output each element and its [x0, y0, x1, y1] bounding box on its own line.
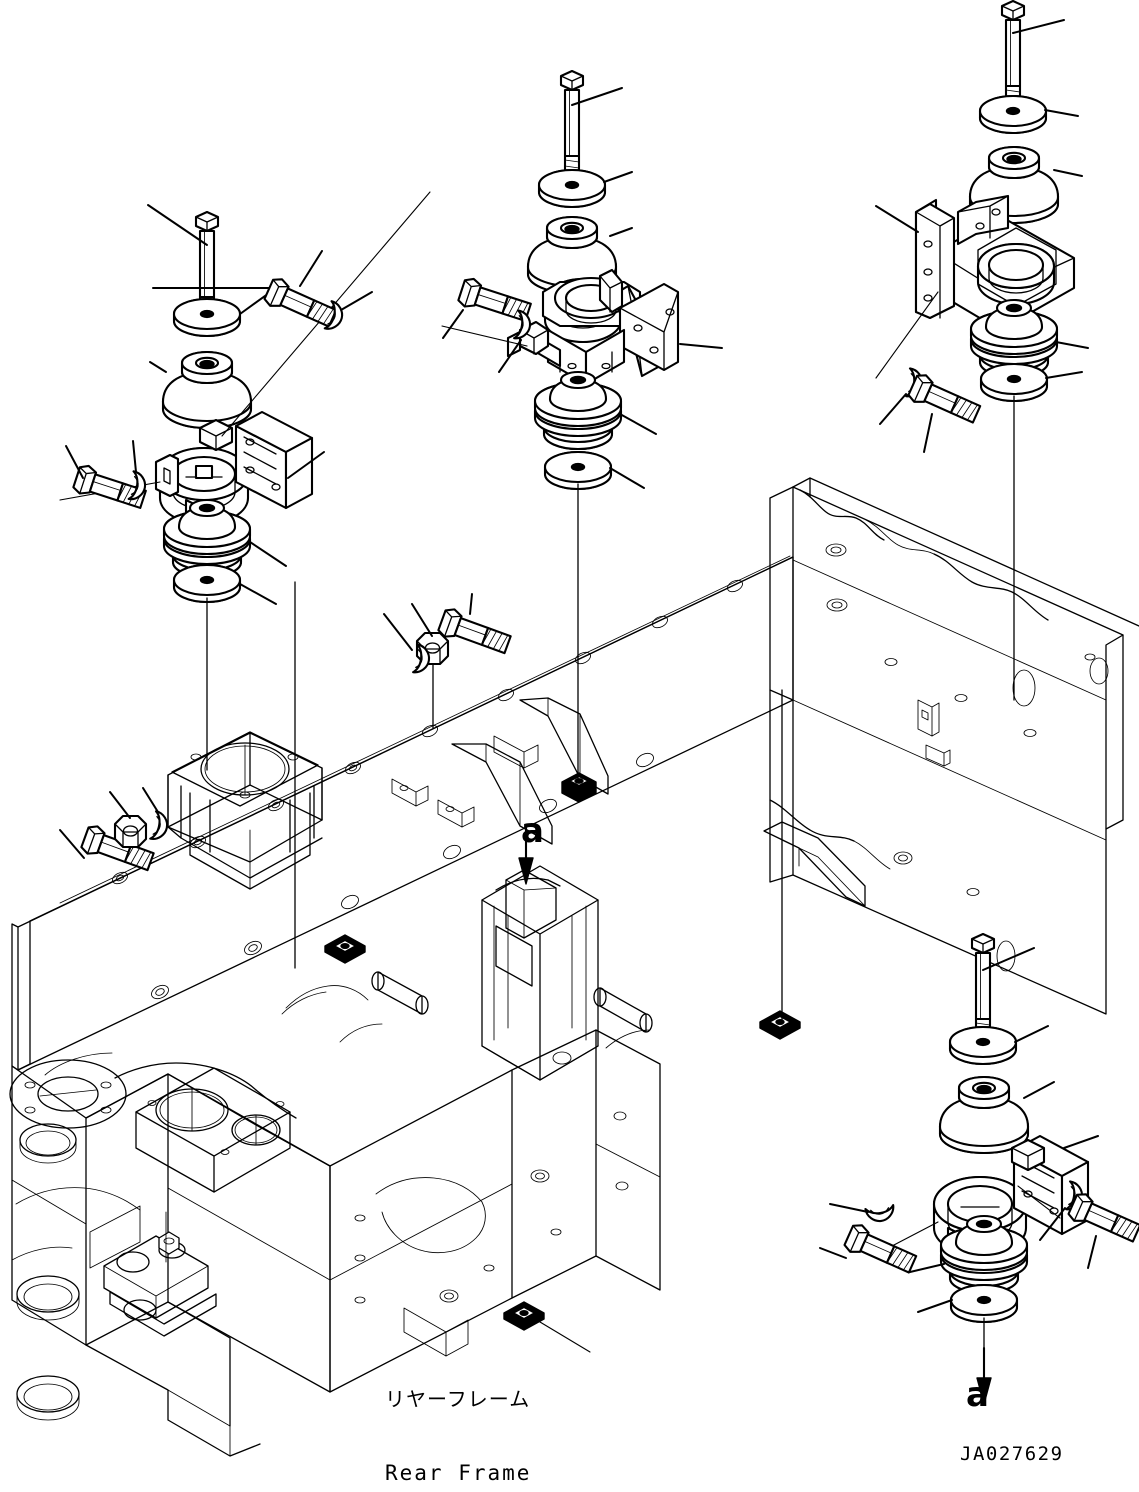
- leader-line: [571, 87, 623, 106]
- part-flat-washer-lower: [949, 1283, 1019, 1324]
- leader-line: [1053, 169, 1083, 177]
- leader-line: [469, 593, 473, 615]
- leader-line: [1039, 1207, 1066, 1241]
- leader-line: [609, 467, 645, 489]
- leader-line: [1055, 341, 1089, 349]
- leader-line: [819, 1247, 847, 1259]
- assembly-rear-right-mount: [781, 0, 1089, 1023]
- leader-line: [923, 413, 933, 453]
- rear-frame-label-en: Rear Frame: [385, 1460, 532, 1485]
- leader-line: [829, 1203, 869, 1213]
- leader-line: [441, 325, 528, 347]
- leader-line: [1017, 1185, 1061, 1219]
- assembly-center-mount: [294, 69, 723, 969]
- leader-line: [1012, 19, 1065, 34]
- leader-line: [1063, 1135, 1099, 1149]
- part-mount-bracket-housing: [154, 410, 314, 526]
- leader-line: [340, 291, 373, 311]
- leader-line: [1023, 1081, 1055, 1099]
- part-cap-screw-long: [1000, 0, 1026, 110]
- leader-line: [498, 339, 522, 373]
- leader-line: [147, 204, 208, 246]
- part-flat-washer: [537, 168, 607, 209]
- drawing-number: JA027629: [960, 1443, 1064, 1465]
- part-cast-mount-bracket: [506, 268, 680, 386]
- leader-line: [142, 787, 159, 813]
- leader-line: [539, 1321, 591, 1353]
- part-hex-nut-frame-left: [113, 814, 148, 849]
- leader-line: [442, 309, 464, 339]
- leader-line: [149, 361, 167, 373]
- part-cap-screw-long: [970, 932, 996, 1043]
- leader-line: [982, 947, 1035, 971]
- leader-line: [411, 603, 433, 637]
- leader-line: [132, 440, 137, 473]
- section-letter-bottom: a: [966, 1375, 989, 1415]
- leader-line: [917, 1299, 953, 1313]
- leader-line: [59, 829, 85, 859]
- leader-line: [679, 343, 723, 349]
- assembly-front-left-mount: [59, 191, 431, 876]
- leader-line: [249, 541, 287, 567]
- leader-line: [879, 393, 907, 425]
- leader-line: [1045, 371, 1083, 379]
- part-cap-screw-long: [559, 69, 585, 180]
- leader-line: [65, 445, 84, 479]
- leader-line: [287, 451, 325, 479]
- leader-line: [383, 613, 413, 651]
- leader-line: [875, 205, 919, 233]
- part-flat-washer: [172, 297, 242, 338]
- leader-line: [875, 291, 939, 379]
- rear-frame-weldment: [9, 477, 1139, 1457]
- assembly-front-right-mount: [819, 932, 1139, 1353]
- leader-line: [1087, 1235, 1097, 1269]
- leader-line: [1014, 1025, 1049, 1043]
- section-letter-top: a: [521, 811, 544, 851]
- rear-frame-label-jp: リヤーフレーム: [385, 1386, 531, 1411]
- part-flat-washer: [978, 94, 1048, 135]
- leader-line: [299, 250, 323, 287]
- leader-line: [1044, 109, 1079, 117]
- rear-frame-caption: リヤーフレーム Rear Frame: [385, 1338, 531, 1492]
- leader-line: [603, 171, 633, 183]
- part-flat-washer-lower: [172, 563, 242, 604]
- part-flat-washer: [948, 1025, 1018, 1066]
- leader-line: [891, 1221, 939, 1247]
- leader-line: [239, 583, 277, 605]
- leader-line: [909, 1263, 945, 1273]
- leader-line: [619, 413, 657, 435]
- part-box-section-bracket: [914, 194, 1076, 332]
- leader-line: [609, 227, 633, 237]
- leader-line: [109, 791, 131, 819]
